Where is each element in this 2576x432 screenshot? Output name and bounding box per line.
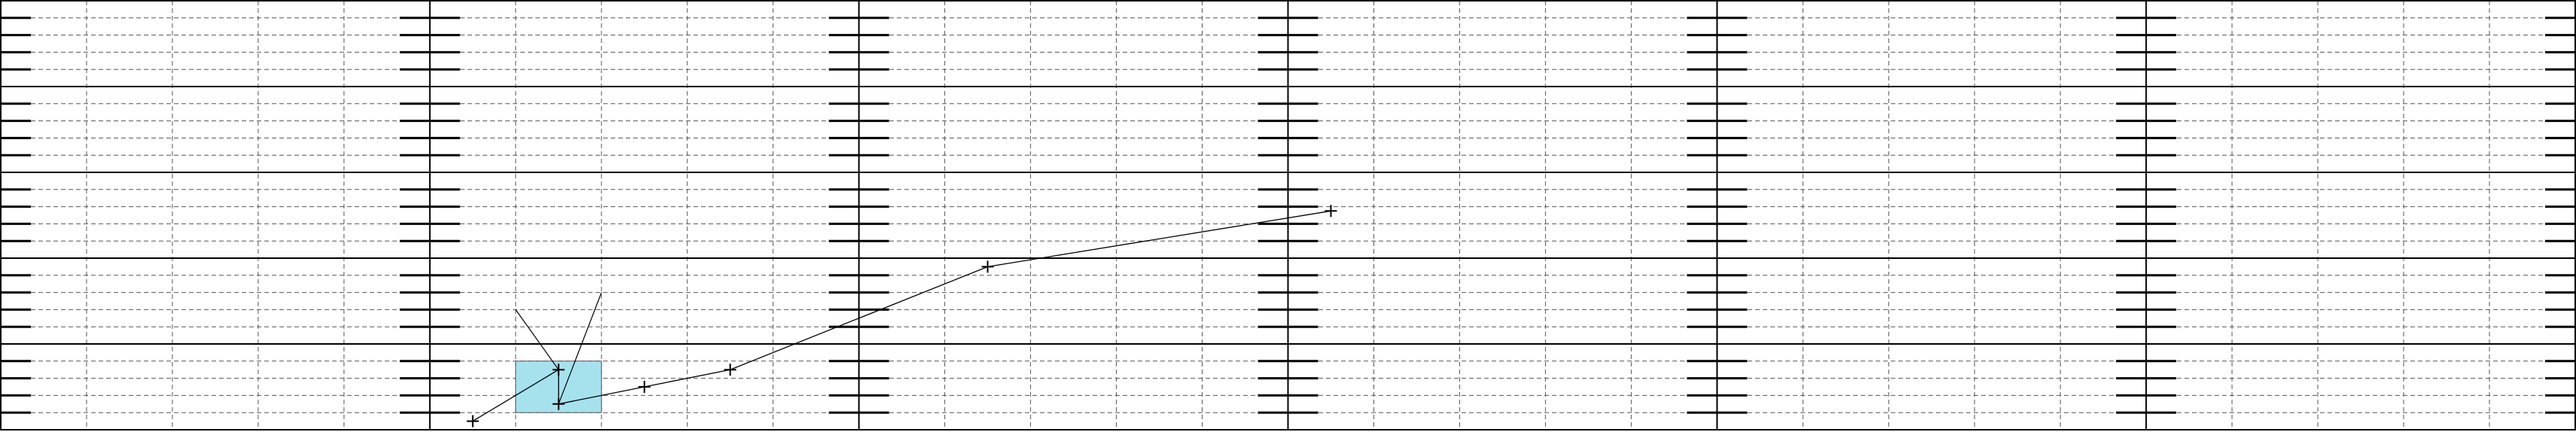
series-group <box>466 205 1337 427</box>
data-point <box>1325 205 1337 218</box>
data-point <box>981 260 994 273</box>
whisker-line <box>558 292 602 405</box>
data-point <box>638 381 651 393</box>
data-point <box>466 415 479 427</box>
data-point <box>724 364 736 376</box>
axis-ticks <box>1 17 2575 414</box>
whisker-lines <box>515 292 602 405</box>
whisker-line <box>515 309 559 370</box>
data-point <box>552 364 565 376</box>
data-point <box>552 397 565 410</box>
